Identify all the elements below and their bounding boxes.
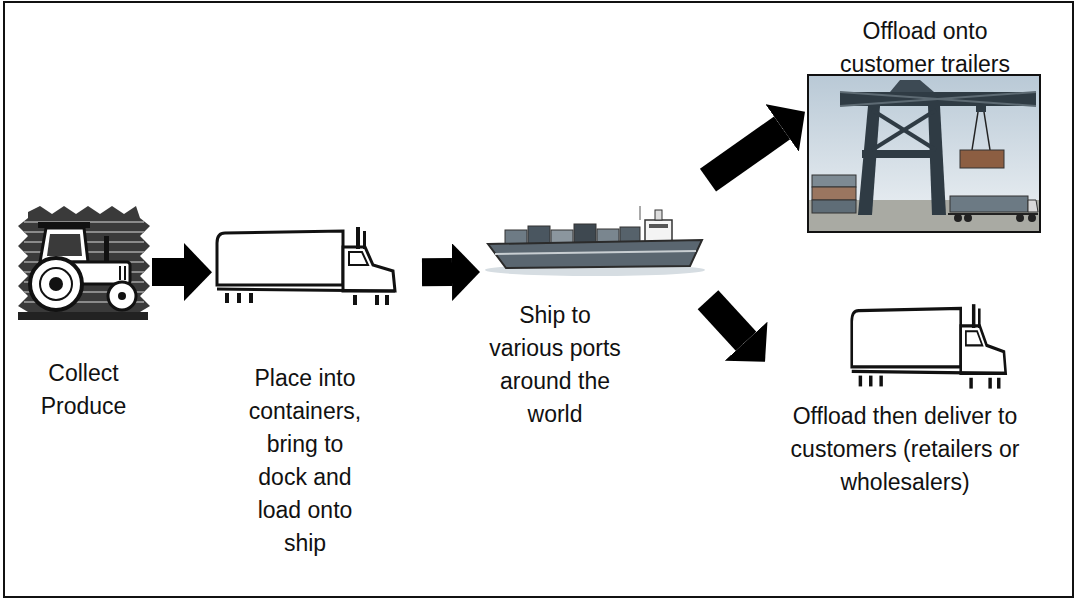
process-step: Offload then deliver to customers (retai… [765,300,1045,525]
flow-arrow [708,300,746,341]
step-caption: Place into containers, bring to dock and… [243,362,367,560]
process-step: Place into containers, bring to dock and… [212,220,422,570]
truck-icon [852,304,1006,388]
step-caption: Ship to various ports around the world [485,299,625,431]
flow-arrow [708,128,782,180]
port-crane-picture [808,75,1040,232]
ship-icon [485,206,705,276]
process-step: Offload onto customer trailers [805,15,1045,235]
flow-arrow [422,258,452,286]
process-step: Collect Produce [15,205,152,420]
step-caption: Offload onto customer trailers [825,15,1025,81]
flow-arrow [152,258,184,286]
truck-icon [217,227,395,305]
step-caption: Collect Produce [15,357,152,423]
step-caption: Offload then deliver to customers (retai… [765,400,1045,499]
process-step: Ship to various ports around the world [480,165,708,440]
tractor-icon [18,206,150,320]
frame-border [4,2,1073,597]
